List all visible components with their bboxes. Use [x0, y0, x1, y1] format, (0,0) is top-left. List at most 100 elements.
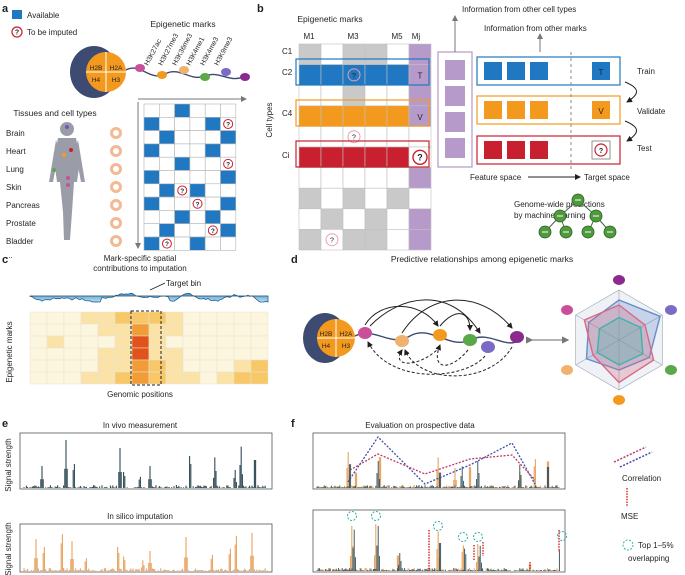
matrix-cell-b — [320, 126, 344, 148]
matrix-cell — [204, 143, 221, 158]
tissue-label: Brain — [6, 129, 25, 138]
e-title-2: In silico imputation — [107, 512, 173, 521]
radar-axis-mark-icon — [664, 305, 677, 315]
matrix-cell — [220, 183, 237, 198]
heatmap-cell — [46, 335, 65, 349]
heatmap-cell — [131, 371, 150, 385]
c-title-line2: contributions to imputation — [93, 264, 186, 273]
heatmap-cell — [46, 371, 65, 385]
matrix-cell-b — [342, 208, 366, 230]
radar-series — [596, 316, 644, 366]
marks-title-b: Epigenetic marks — [297, 14, 362, 24]
panel-b: b Epigenetic marks M1 M3 M5 Mj Cell type… — [257, 3, 666, 251]
matrix-cell-b — [298, 84, 322, 107]
heatmap-cell — [97, 371, 116, 385]
heatmap-cell — [114, 347, 133, 361]
impute-icon — [223, 118, 234, 129]
histone-h3-label: H3 — [112, 77, 121, 84]
matrix-cell-b — [408, 229, 432, 251]
heatmap-cell — [182, 359, 201, 373]
matrix-cell-b — [298, 146, 322, 168]
tissue-label: Bladder — [6, 237, 34, 246]
matrix-cell — [204, 130, 221, 145]
heatmap-cell — [63, 323, 82, 337]
faded-impute-icon — [347, 130, 361, 144]
nucleosome-icon-d: H2B H2A H4 H3 — [303, 313, 355, 363]
genome-wide-label: Genome-wide predictions — [514, 200, 605, 209]
matrix-cell — [143, 103, 160, 118]
matrix-cell-b — [364, 64, 388, 86]
matrix-cell-b — [298, 126, 322, 148]
heatmap-cell — [216, 335, 235, 349]
c-ylabel: Epigenetic marks — [5, 321, 14, 382]
heatmap-cell — [216, 359, 235, 373]
overlay-tracks-top — [316, 452, 560, 488]
matrix-cell — [159, 196, 175, 211]
heatmap-cell — [216, 347, 235, 361]
matrix-cell — [220, 143, 237, 158]
heatmap-cell — [97, 323, 116, 337]
matrix-cell-b — [342, 43, 366, 65]
heatmap-cell — [199, 359, 218, 373]
tissue-label: Prostate — [6, 219, 36, 228]
e-bottom-frame — [19, 523, 273, 573]
faded-impute-glyph: ? — [352, 135, 356, 142]
row-label-ci: Ci — [282, 151, 290, 160]
matrix-cell-b — [386, 126, 410, 148]
matrix-cell — [189, 130, 206, 145]
heatmap-cell — [250, 347, 269, 361]
overlay-tracks-bottom — [316, 524, 560, 571]
heatmap-cell — [250, 359, 269, 373]
matrix-cell-b — [386, 229, 410, 251]
legend-impute-icon — [11, 26, 23, 38]
heatmap-cell — [182, 371, 201, 385]
heatmap-cell — [63, 347, 82, 361]
impute-glyph-b: ? — [417, 152, 423, 162]
heatmap-cell — [114, 359, 133, 373]
in-silico-signal-track — [23, 533, 269, 571]
radar-axis-mark-icon — [613, 395, 625, 405]
matrix-cell-b — [342, 84, 366, 107]
matrix-cell-b — [320, 43, 344, 65]
radar-spoke — [575, 314, 620, 341]
heatmap-cell — [199, 323, 218, 337]
heatmap-cell — [233, 347, 252, 361]
matrix-cell-b — [408, 167, 432, 189]
heatmap-cell — [250, 335, 269, 349]
histone-h2b-label-d: H2B — [320, 331, 333, 338]
matrix-cell — [143, 183, 160, 198]
heatmap-cell — [80, 323, 99, 337]
matrix-cell — [204, 210, 221, 224]
matrix-cell — [220, 196, 237, 211]
legend-available-label: Available — [27, 11, 60, 20]
heatmap-cell — [97, 359, 116, 373]
heatmap-cell — [131, 347, 150, 361]
panel-label-e: e — [2, 418, 8, 430]
matrix-cell-b — [320, 167, 344, 189]
matrix-cell — [159, 156, 175, 171]
radar-axis-mark-icon — [613, 275, 625, 285]
matrix-cell-b — [386, 64, 410, 86]
heatmap-cell — [29, 311, 48, 325]
col-label-mj: Mj — [412, 32, 421, 41]
matrix-cell-b — [342, 167, 366, 189]
matrix-cell-b — [298, 167, 322, 189]
heatmap-cell — [114, 323, 133, 337]
legend-overlap-circle — [622, 539, 634, 551]
info-cell-types-label: Information from other cell types — [462, 5, 576, 14]
matrix-cell — [174, 156, 191, 171]
heatmap-cell — [182, 335, 201, 349]
heatmap-cell — [63, 371, 82, 385]
heatmap-cell — [216, 311, 235, 325]
tissue-label: Lung — [6, 165, 24, 174]
heatmap-cell — [114, 335, 133, 349]
heatmap-cell — [131, 359, 150, 373]
heatmap-cell — [165, 359, 184, 373]
f-top-frame — [312, 432, 566, 490]
heatmap-cell — [29, 371, 48, 385]
legend-correlation: Correlation — [622, 474, 661, 483]
row-label-c1: C1 — [282, 47, 293, 56]
validate-target-label: V — [598, 107, 604, 116]
heatmap-cell — [182, 347, 201, 361]
